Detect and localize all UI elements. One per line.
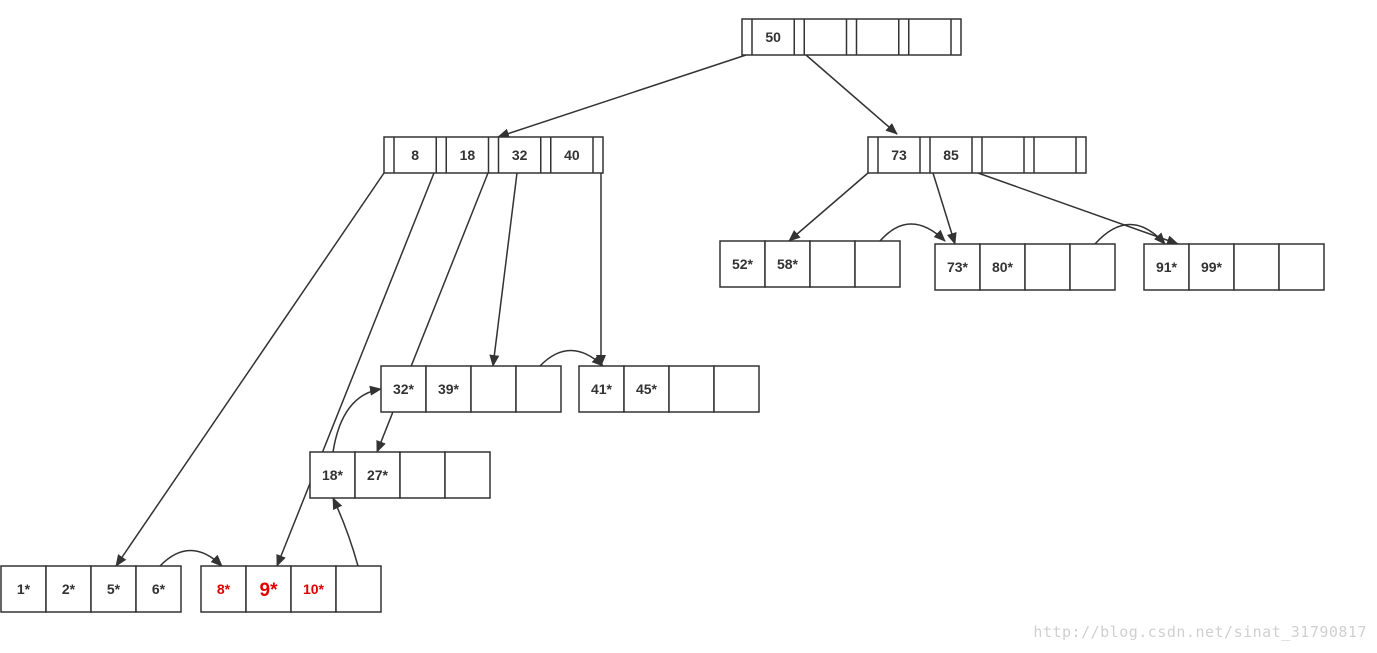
leaf-node-1-key: 1* (17, 581, 31, 597)
leaf-cell (668, 365, 715, 413)
leaf-cell (854, 240, 901, 288)
leaf-cell (444, 451, 491, 499)
leaf-node-8-key: 10* (303, 581, 325, 597)
leaf-node-18-key: 27* (367, 467, 389, 483)
arrow-root-to-right (805, 54, 898, 135)
leaf-cell (719, 240, 766, 288)
internal-node-right-key: 73 (891, 147, 907, 163)
leaf-node-91: 91* 99* (1143, 243, 1325, 291)
leaf-node-18: 18* 27* (309, 451, 491, 499)
watermark: http://blog.csdn.net/sinat_31790817 (1033, 623, 1367, 641)
root-node: 50 (741, 18, 962, 56)
leaf-node-41-key: 41* (591, 381, 613, 397)
leaf-cell (1278, 243, 1325, 291)
leaf-node-41: 41* 45* (578, 365, 760, 413)
arrow-to-leaf-1 (115, 172, 385, 567)
leaf-node-52: 52* 58* (719, 240, 901, 288)
leaf-cell (515, 365, 562, 413)
leaf-cell (809, 240, 856, 288)
leaf-cell (0, 565, 47, 613)
arrow-root-to-left (497, 54, 747, 139)
leaf-cell (470, 365, 517, 413)
leaf-cell (135, 565, 182, 613)
sibling-link-52-73 (868, 223, 946, 253)
arrow-to-leaf-8 (276, 172, 435, 567)
leaf-cell (90, 565, 137, 613)
leaf-node-52-key: 52* (732, 256, 754, 272)
leaf-node-32-key: 39* (438, 381, 460, 397)
internal-node-left: 8 18 32 40 (383, 136, 604, 174)
arrow-to-leaf-73 (932, 172, 957, 245)
edges (115, 54, 1179, 578)
leaf-node-41-key: 45* (636, 381, 658, 397)
sibling-link-8-18 (332, 497, 366, 578)
leaf-cell (245, 565, 292, 613)
sibling-link-32-41 (528, 349, 604, 378)
internal-node-right-key: 85 (943, 147, 959, 163)
leaf-node-52-key: 58* (777, 256, 799, 272)
leaf-node-8-key: 8* (217, 581, 231, 597)
internal-node-left-key: 18 (460, 147, 476, 163)
leaf-node-73: 73* 80* (934, 243, 1116, 291)
leaf-node-32: 32* 39* (380, 365, 562, 413)
root-node-border (741, 18, 962, 56)
leaf-node-1-key: 2* (62, 581, 76, 597)
arrow-to-leaf-91 (977, 172, 1179, 246)
internal-node-right: 73 85 (867, 136, 1087, 174)
leaf-node-91-key: 91* (1156, 259, 1178, 275)
leaf-node-1-key: 5* (107, 581, 121, 597)
leaf-cell (934, 243, 981, 291)
leaf-node-1-key: 6* (152, 581, 166, 597)
leaf-node-73-key: 73* (947, 259, 969, 275)
leaf-cell (1024, 243, 1071, 291)
leaf-cell (623, 365, 670, 413)
leaf-cell (290, 565, 337, 613)
leaf-node-8: 8* 9* 10* (200, 565, 382, 613)
leaf-cell (335, 565, 382, 613)
leaf-cell (578, 365, 625, 413)
leaf-cell (1233, 243, 1280, 291)
sibling-link-1-8 (148, 549, 223, 578)
root-node-key: 50 (765, 29, 781, 45)
internal-node-left-border (383, 136, 604, 174)
arrow-to-leaf-32 (489, 172, 518, 367)
internal-node-left-key: 32 (512, 147, 528, 163)
sibling-link-18-32 (326, 385, 382, 464)
leaf-cell (354, 451, 401, 499)
sibling-link-73-91 (1083, 223, 1166, 256)
arrow-to-leaf-52 (788, 172, 869, 242)
internal-node-right-border (867, 136, 1087, 174)
nodes: 50 8 18 32 40 73 85 1* 2* 5* 6* 8* 9* 10* 18* 27* 32* 39*… (0, 18, 1325, 613)
leaf-cell (380, 365, 427, 413)
leaf-node-18-key: 18* (322, 467, 344, 483)
leaf-node-91-key: 99* (1201, 259, 1223, 275)
leaf-cell (1069, 243, 1116, 291)
leaf-cell (764, 240, 811, 288)
leaf-cell (399, 451, 446, 499)
leaf-cell (200, 565, 247, 613)
leaf-cell (979, 243, 1026, 291)
leaf-cell (713, 365, 760, 413)
internal-node-left-key: 40 (564, 147, 580, 163)
leaf-node-32-key: 32* (393, 381, 415, 397)
internal-node-left-key: 8 (411, 147, 419, 163)
leaf-node-8-key: 9* (260, 580, 279, 601)
leaf-node-1: 1* 2* 5* 6* (0, 565, 182, 613)
leaf-cell (309, 451, 356, 499)
leaf-node-73-key: 80* (992, 259, 1014, 275)
leaf-cell (45, 565, 92, 613)
